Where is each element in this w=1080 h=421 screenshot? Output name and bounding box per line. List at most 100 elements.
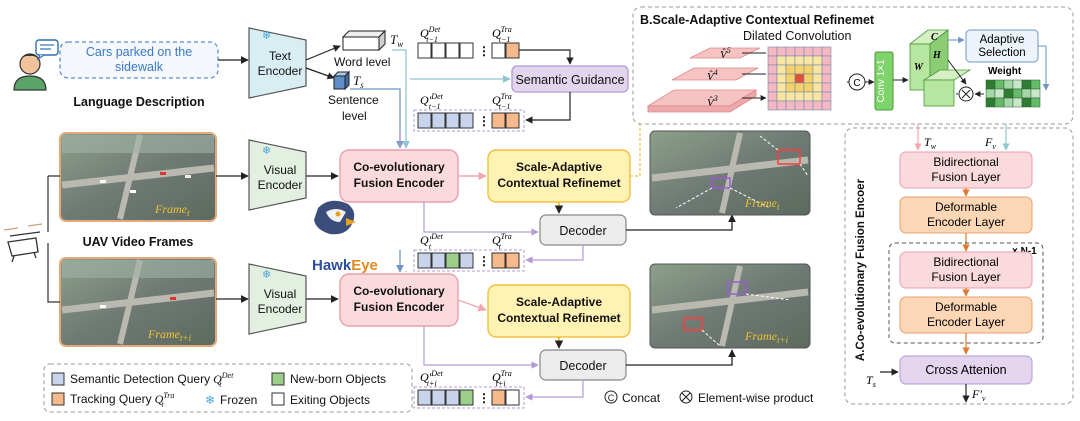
- panel-a-title: A.Co-evolutionary Fusion Encoer: [855, 178, 867, 361]
- svg-text:Adaptive: Adaptive: [980, 34, 1025, 46]
- dilated-conv-grid: [767, 46, 832, 111]
- weight-grid-cell: [1021, 97, 1032, 108]
- legend-product-label: Element-wise product: [698, 391, 814, 405]
- frame-t-label: Framet: [154, 202, 190, 218]
- tw-symbol: Tw: [390, 32, 403, 49]
- decoder-ti: Decoder: [539, 349, 627, 381]
- legend-exit-swatch: [271, 392, 285, 406]
- dilated-grid-cell: [776, 73, 787, 84]
- c-dim: C: [931, 32, 938, 43]
- legend-concat-label: Concat: [622, 391, 661, 405]
- query-row-t: ⋮: [417, 252, 520, 269]
- visual-encoder-t: ❄ Visual Encoder: [248, 139, 307, 211]
- weight-grid-cell: [985, 79, 996, 90]
- svg-text:Encoder: Encoder: [258, 302, 303, 316]
- fv-input: Fv: [984, 135, 996, 151]
- weight-grid-cell: [1003, 88, 1014, 99]
- dilated-grid-cell: [794, 46, 805, 57]
- svg-text:Fusion Encoder: Fusion Encoder: [354, 176, 445, 190]
- weight-grid-cell: [1030, 97, 1041, 108]
- dilated-grid-cell: [803, 64, 814, 75]
- svg-text:Decoder: Decoder: [559, 359, 606, 373]
- hawkeye-wordmark: HawkEye: [312, 257, 378, 274]
- dilated-grid-cell: [776, 100, 787, 111]
- dilated-grid-cell: [776, 64, 787, 75]
- h-dim: H: [932, 50, 942, 61]
- tw-input: Tw: [924, 135, 937, 151]
- feature-cube-out: [922, 69, 972, 107]
- weight-grid-cell: [1003, 79, 1014, 90]
- weight-grid-cell: [985, 88, 996, 99]
- speech-bubble-icon: [35, 39, 59, 61]
- panel-b-title: B.Scale-Adaptive Contextual Refinemet: [640, 13, 875, 27]
- weight-grid-cell: [994, 88, 1005, 99]
- dilated-grid-cell: [803, 46, 814, 57]
- svg-text:Encoder Layer: Encoder Layer: [927, 215, 1005, 229]
- frozen-snowflake-icon: ❄: [262, 269, 271, 281]
- user-avatar-icon: [13, 53, 47, 91]
- dilated-grid-cell: [785, 64, 796, 75]
- refinemet-t: Scale-Adaptive Contextual Refinemet: [487, 149, 631, 203]
- language-caption: Language Description: [73, 95, 204, 109]
- weight-grid-cell: [1012, 79, 1023, 90]
- output-frame-ti-label: Framet+i: [744, 329, 789, 345]
- weight-grid-cell: [1003, 97, 1014, 108]
- svg-text:Cross Attenion: Cross Attenion: [925, 363, 1006, 377]
- dilated-grid-cell: [812, 55, 823, 66]
- svg-text:Contextual Refinemet: Contextual Refinemet: [497, 176, 620, 190]
- dilated-grid-cell: [794, 73, 805, 84]
- fusion-encoder-ti: Co-evolutionary Fusion Encoder: [339, 273, 459, 327]
- deformable-layer-2: Deformable Encoder Layer: [899, 296, 1033, 334]
- dilated-grid-cell: [812, 73, 823, 84]
- ts-input: Ts: [866, 373, 876, 389]
- weight-grid-cell: [1012, 88, 1023, 99]
- dilated-grid-cell: [785, 100, 796, 111]
- legend-box: [43, 363, 413, 413]
- cross-attention: Cross Attenion: [899, 355, 1033, 385]
- weight-label: Weight: [988, 66, 1022, 77]
- dilated-grid-cell: [785, 55, 796, 66]
- svg-text:Visual: Visual: [264, 163, 296, 177]
- dilated-grid-cell: [803, 55, 814, 66]
- dilated-grid-cell: [803, 73, 814, 84]
- drone-icon: [3, 223, 43, 263]
- svg-text:Fusion Encoder: Fusion Encoder: [354, 300, 445, 314]
- svg-text:Co-evolutionary: Co-evolutionary: [353, 160, 445, 174]
- word-level-tensor: [341, 29, 387, 52]
- legend-frozen-label: Frozen: [220, 393, 257, 407]
- dilated-grid-cell: [776, 91, 787, 102]
- dilated-grid-cell: [794, 64, 805, 75]
- feature-pyramid: [646, 47, 761, 113]
- dilated-grid-cell: [812, 91, 823, 102]
- weight-grid-cell: [1012, 97, 1023, 108]
- dilated-grid-cell: [821, 91, 832, 102]
- fv-output: F′v: [971, 387, 986, 403]
- weight-grid-cell: [1030, 79, 1041, 90]
- dilated-grid-cell: [821, 55, 832, 66]
- weight-grid-cell: [1030, 88, 1041, 99]
- weight-grid-cell: [1021, 88, 1032, 99]
- frame-ti-image: [59, 257, 217, 347]
- weight-grid-cell: [994, 79, 1005, 90]
- svg-text:Scale-Adaptive: Scale-Adaptive: [516, 295, 602, 309]
- svg-text:Co-evolutionary: Co-evolutionary: [353, 284, 445, 298]
- dilated-grid-cell: [821, 73, 832, 84]
- w-dim: W: [914, 62, 924, 73]
- fusion-encoder-t: Co-evolutionary Fusion Encoder: [339, 149, 459, 203]
- dilated-grid-cell: [767, 46, 778, 57]
- svg-text:C: C: [853, 78, 860, 89]
- weight-grid: [985, 79, 1041, 108]
- svg-text:C: C: [608, 393, 615, 403]
- svg-text:Bidirectional: Bidirectional: [933, 255, 998, 269]
- dilated-grid-cell: [776, 82, 787, 93]
- repeat-block: [888, 242, 1044, 344]
- svg-text:Conv 1×1: Conv 1×1: [876, 59, 887, 103]
- dilated-grid-cell: [812, 100, 823, 111]
- svg-text:Decoder: Decoder: [559, 224, 606, 238]
- svg-text:Bidirectional: Bidirectional: [933, 155, 998, 169]
- dilated-grid-cell: [821, 46, 832, 57]
